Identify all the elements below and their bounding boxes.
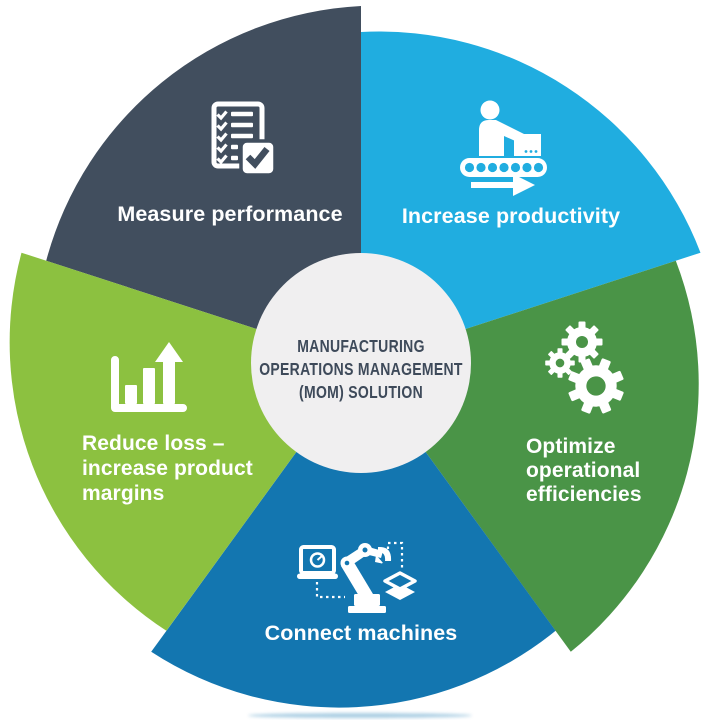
- flow-arrow: [471, 174, 535, 196]
- gear-medium: [561, 321, 603, 363]
- hub-title-line-2: OPERATIONS MANAGEMENT: [259, 359, 463, 379]
- gear-small: [545, 348, 575, 378]
- gear-large: [568, 358, 624, 414]
- checklist-bars: [231, 111, 253, 161]
- held-part: [379, 562, 387, 570]
- segment-measure-performance: [46, 6, 361, 363]
- label-measure-performance: Measure performance: [117, 202, 343, 226]
- worker-body-arm: [479, 120, 526, 156]
- checklist-icon: [211, 101, 277, 177]
- hub-title: MANUFACTURING OPERATIONS MANAGEMENT (MOM…: [241, 335, 481, 405]
- hub-circle: [251, 253, 471, 473]
- laptop: [297, 545, 338, 579]
- dotted-link-right: [386, 541, 404, 568]
- hub-title-line-1: MANUFACTURING: [297, 335, 425, 356]
- checkbox-check: [245, 146, 270, 169]
- box: [514, 134, 541, 156]
- layers-stack: [383, 571, 417, 600]
- segment-increase-productivity: [361, 31, 701, 364]
- label-connect-machines: Connect machines: [264, 621, 458, 645]
- chart-axes: [111, 356, 187, 412]
- robot-arm: [340, 543, 392, 613]
- conveyor-person-icon: [460, 100, 547, 196]
- checklist-checks: [216, 110, 228, 165]
- gauge-icon: [309, 552, 326, 568]
- growth-arrow: [155, 342, 183, 404]
- hub-title-line-3: (MOM) SOLUTION: [299, 382, 423, 402]
- bar-medium: [143, 368, 155, 404]
- worker-head: [480, 100, 500, 120]
- bottom-reflection-artifact: [248, 713, 472, 718]
- label-reduce-loss: Reduce loss – increase product margins: [82, 432, 253, 505]
- bar-small: [125, 385, 137, 404]
- gears-icon: [545, 321, 624, 414]
- dotted-link-left: [315, 582, 345, 599]
- label-increase-productivity: Increase productivity: [401, 204, 621, 228]
- bar-chart-growth-icon: [111, 342, 187, 412]
- segment-connect-machines: [151, 363, 556, 708]
- machines-network-icon: [297, 541, 417, 613]
- checklist-document: [211, 101, 265, 169]
- label-optimize-efficiencies: Optimize operational efficiencies: [526, 435, 642, 506]
- conveyor-rollers: [464, 162, 544, 173]
- box-dots: [524, 150, 538, 153]
